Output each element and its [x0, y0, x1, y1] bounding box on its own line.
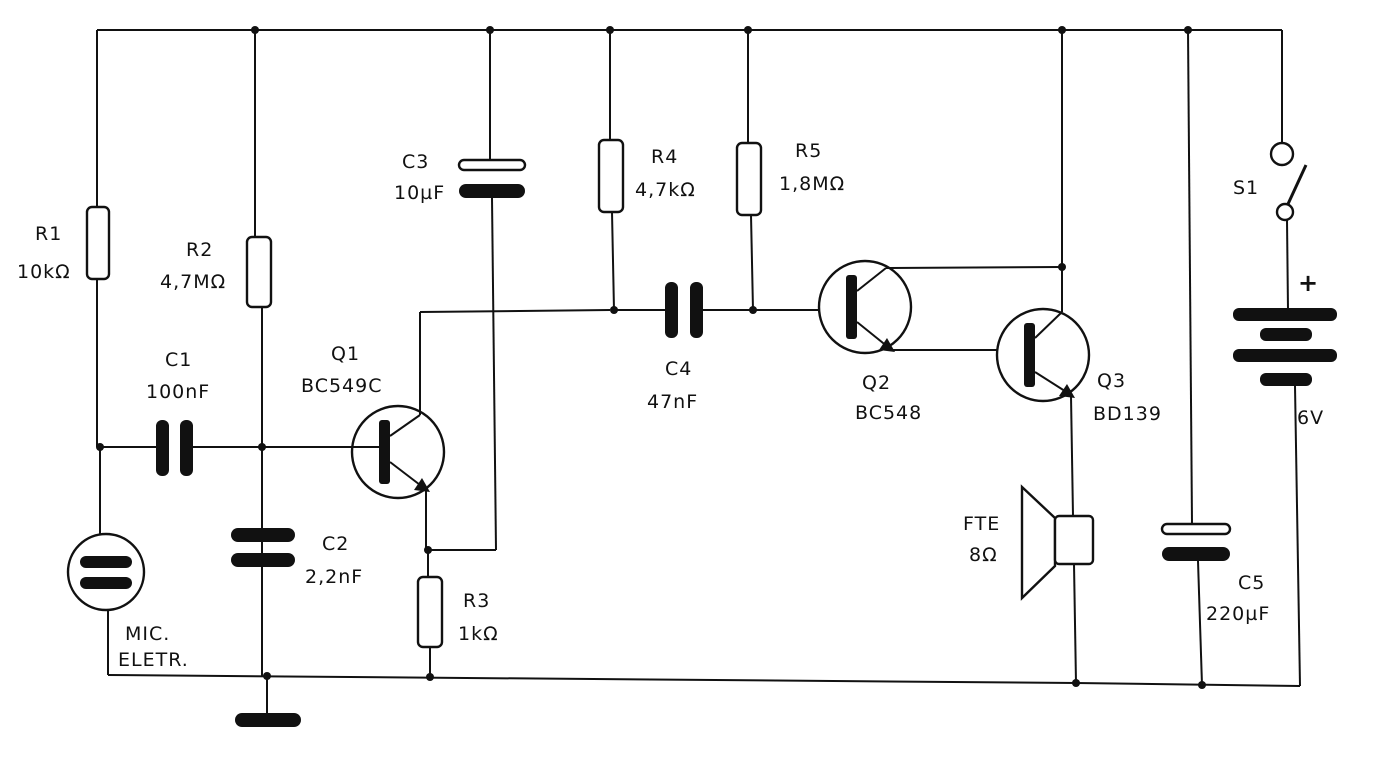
c1-value: 100nF [146, 381, 210, 403]
electret-microphone: MIC. ELETR. [66, 447, 189, 675]
q1-value: BC549C [301, 375, 383, 397]
c3-ref: C3 [402, 151, 429, 173]
resistor-r5: R5 1,8MΩ [735, 30, 845, 314]
c2-ref: C2 [322, 533, 349, 555]
battery-value: 6V [1297, 407, 1324, 429]
battery-plus: + [1298, 269, 1319, 297]
c3-value: 10µF [394, 182, 445, 204]
c2-value: 2,2nF [305, 566, 363, 588]
speaker-ref: FTE [963, 513, 1000, 535]
r4-value: 4,7kΩ [635, 179, 696, 201]
resistor-r1: R1 10kΩ [17, 30, 111, 451]
r3-ref: R3 [463, 590, 490, 612]
capacitor-c2: C2 2,2nF [231, 528, 363, 588]
c5-ref: C5 [1238, 572, 1265, 594]
battery: + 6V [1233, 269, 1337, 687]
resistor-r3: R3 1kΩ [416, 550, 499, 677]
r3-value: 1kΩ [458, 623, 499, 645]
capacitor-c1: C1 100nF [100, 349, 352, 476]
ground-rail [107, 672, 1301, 689]
r1-ref: R1 [35, 223, 62, 245]
capacitor-c5: C5 220µF [1160, 29, 1270, 686]
mic-label-line1: MIC. [125, 623, 170, 645]
r4-ref: R4 [651, 146, 678, 168]
c4-ref: C4 [665, 358, 692, 380]
q2-value: BC548 [855, 402, 922, 424]
speaker: FTE 8Ω [963, 484, 1095, 684]
speaker-value: 8Ω [969, 544, 998, 566]
transistor-q3: Q3 BD139 [995, 30, 1162, 517]
ground-symbol [235, 676, 301, 727]
r2-ref: R2 [186, 239, 213, 261]
r2-value: 4,7MΩ [160, 271, 226, 293]
r5-value: 1,8MΩ [779, 173, 845, 195]
r1-value: 10kΩ [17, 261, 71, 283]
transistor-q1: Q1 BC549C [301, 309, 611, 554]
mic-label-line2: ELETR. [118, 649, 189, 671]
q2-ref: Q2 [862, 372, 891, 394]
r5-ref: R5 [795, 140, 822, 162]
s1-ref: S1 [1233, 177, 1259, 199]
q1-ref: Q1 [331, 343, 360, 365]
top-rail [97, 26, 1282, 34]
switch-s1: S1 [1233, 30, 1308, 311]
capacitor-c4: C4 47nF [614, 282, 822, 413]
resistor-r4: R4 4,7kΩ [597, 30, 696, 314]
capacitor-c3: C3 10µF [394, 30, 527, 551]
c4-value: 47nF [647, 391, 698, 413]
q3-ref: Q3 [1097, 370, 1126, 392]
c1-ref: C1 [165, 349, 192, 371]
resistor-r2: R2 4,7MΩ [160, 30, 273, 676]
transistor-q2: Q2 BC548 [817, 259, 1066, 424]
q3-value: BD139 [1093, 403, 1162, 425]
c5-value: 220µF [1206, 603, 1270, 625]
